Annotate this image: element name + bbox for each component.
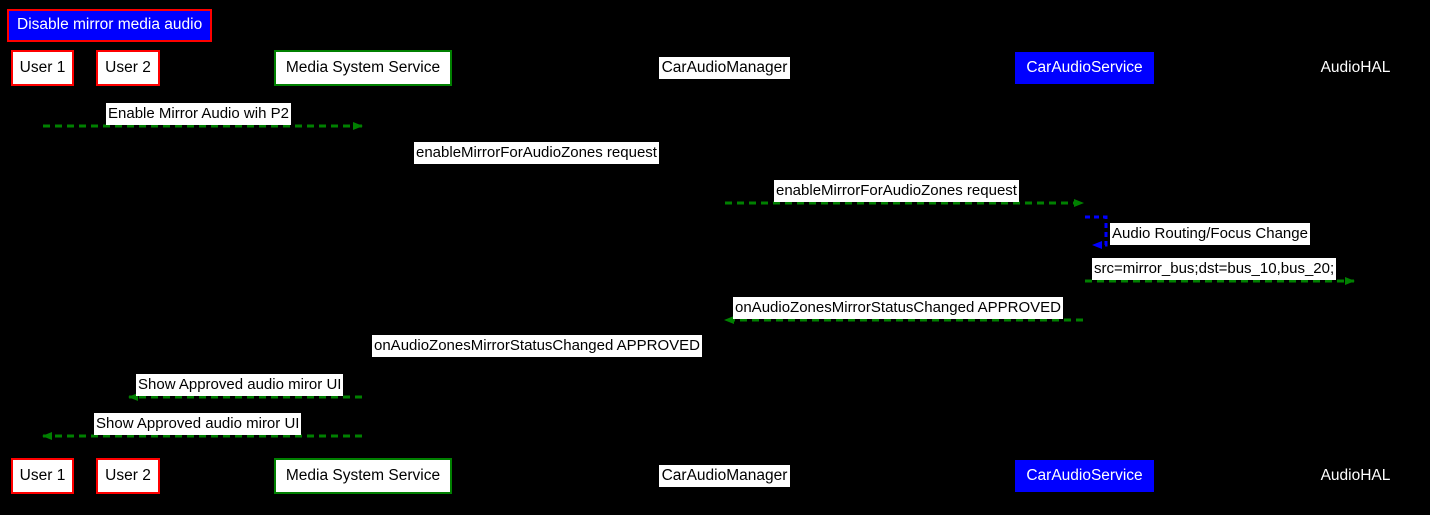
participant-top-media: Media System Service [274,50,452,86]
participant-label: User 2 [105,467,151,485]
participant-bottom-user1: User 1 [11,458,74,494]
participant-label: AudioHAL [1320,467,1391,485]
participant-label: User 2 [105,59,151,77]
message-arrow-m4 [1085,215,1108,249]
participant-top-audiohal: AudioHAL [1316,57,1395,79]
participant-label: User 1 [19,59,66,77]
participant-bottom-media: Media System Service [274,458,452,494]
message-label-m6: onAudioZonesMirrorStatusChanged APPROVED [733,297,1064,319]
participant-label: CarAudioService [1026,467,1143,485]
participant-bottom-audiohal: AudioHAL [1316,465,1395,487]
participant-bottom-service: CarAudioService [1015,460,1154,492]
lifeline-media [363,88,364,456]
lifeline-audiohal [1355,88,1356,456]
participant-label: Media System Service [285,59,441,77]
participant-label: User 1 [19,467,66,485]
message-label-m3: enableMirrorForAudioZones request [774,180,1019,202]
message-label-m7: onAudioZonesMirrorStatusChanged APPROVED [372,335,703,357]
message-label-m2: enableMirrorForAudioZones request [414,142,659,164]
lifeline-manager [724,88,725,456]
lifeline-user1 [42,88,43,456]
diagram-title: Disable mirror media audio [7,9,213,42]
participant-label: CarAudioService [1026,59,1143,77]
participant-bottom-manager: CarAudioManager [659,465,790,487]
participant-top-user1: User 1 [11,50,74,86]
participant-bottom-user2: User 2 [96,458,160,494]
participant-label: CarAudioManager [661,59,788,77]
participant-top-manager: CarAudioManager [659,57,790,79]
participant-label: CarAudioManager [661,467,788,485]
participant-label: AudioHAL [1320,59,1391,77]
message-label-m1: Enable Mirror Audio wih P2 [106,103,291,125]
message-label-m9: Show Approved audio miror UI [94,413,302,435]
participant-top-user2: User 2 [96,50,160,86]
lifeline-user2 [128,88,129,456]
message-label-m8: Show Approved audio miror UI [136,374,344,396]
participant-label: Media System Service [285,467,441,485]
message-label-m5: src=mirror_bus;dst=bus_10,bus_20; [1092,258,1337,280]
message-label-m4: Audio Routing/Focus Change [1110,223,1310,245]
participant-top-service: CarAudioService [1015,52,1154,84]
lifeline-service [1084,88,1085,456]
